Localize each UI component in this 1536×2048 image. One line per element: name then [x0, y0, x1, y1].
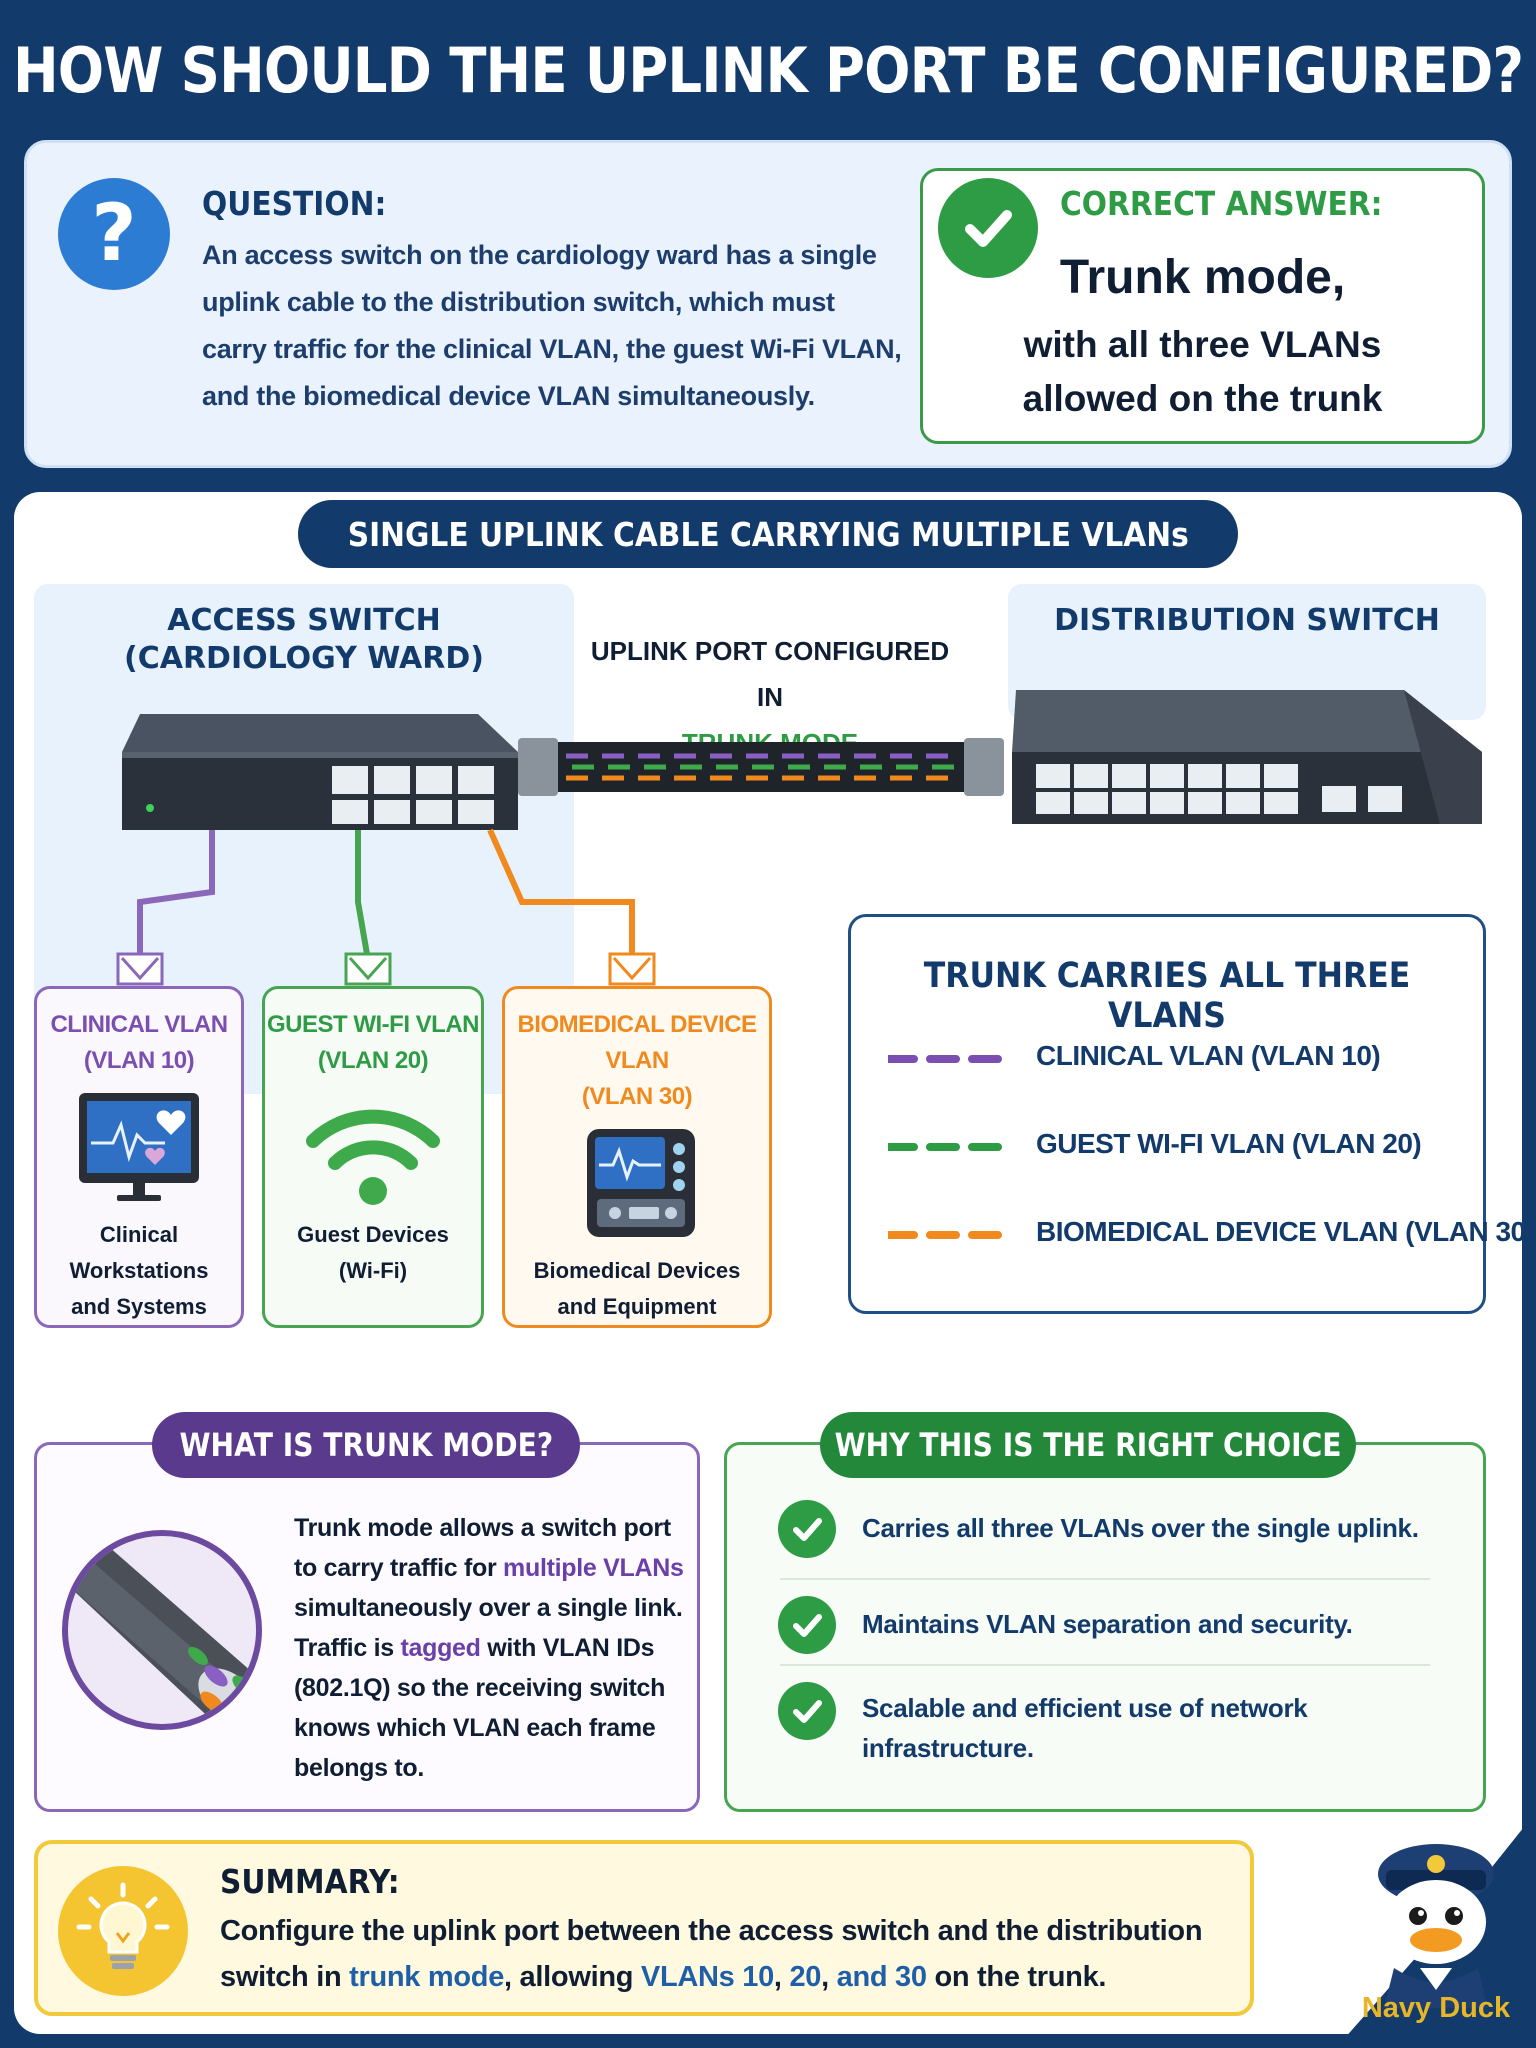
distribution-switch-icon — [1012, 690, 1482, 824]
lightbulb-icon — [58, 1866, 188, 1996]
legend-title: TRUNK CARRIES ALL THREE VLANS — [923, 956, 1411, 1036]
legend-item-guest: GUEST WI-FI VLAN (VLAN 20) — [1036, 1128, 1422, 1159]
trunk-mode-heading: WHAT IS TRUNK MODE? — [152, 1412, 580, 1478]
checkmark-icon — [938, 178, 1038, 278]
vlan-id: (VLAN 10) — [83, 1047, 195, 1074]
uplink-cable — [518, 738, 1004, 796]
monitor-heartbeat-icon — [79, 1093, 199, 1201]
wifi-icon — [306, 1109, 440, 1205]
summary-text: Configure the uplink port between the ac… — [220, 1915, 1203, 1993]
network-diagram — [116, 690, 1482, 986]
legend-dash-biomedical — [888, 1231, 1008, 1239]
vlan-name: GUEST WI-FI VLAN — [267, 1011, 479, 1038]
question-mark-icon: ? — [58, 178, 170, 290]
vlan-connectors — [116, 952, 656, 986]
access-switch-icon — [122, 714, 518, 830]
why-item: Maintains VLAN separation and security. — [862, 1609, 1353, 1639]
divider — [780, 1578, 1430, 1580]
vlan-id: (VLAN 20) — [317, 1047, 429, 1074]
navy-duck-mascot-icon — [1336, 1812, 1536, 2048]
divider — [780, 1664, 1430, 1666]
vlan-name: CLINICAL VLAN — [50, 1011, 228, 1038]
vlan-desc: Guest Devices (Wi-Fi) — [297, 1222, 449, 1283]
why-item: Scalable and efficient use of network in… — [862, 1693, 1308, 1763]
distribution-switch-title: DISTRIBUTION SWITCH — [1054, 603, 1440, 638]
vlan-id: (VLAN 30) — [581, 1083, 693, 1110]
legend-item-biomedical: BIOMEDICAL DEVICE VLAN (VLAN 30) — [1036, 1216, 1535, 1247]
summary-card — [34, 1840, 1254, 2016]
checkmark-icon — [778, 1682, 836, 1740]
highlight-vlan-20: 20 — [789, 1961, 822, 1993]
checkmark-icon — [778, 1596, 836, 1654]
why-item: Carries all three VLANs over the single … — [862, 1513, 1419, 1543]
cable-closeup-icon — [62, 1530, 262, 1730]
answer-sub-line2: allowed on the trunk — [1022, 378, 1383, 419]
legend-item-clinical: CLINICAL VLAN (VLAN 10) — [1036, 1040, 1381, 1071]
vlan-drop-cables — [137, 828, 635, 961]
question-label: QUESTION: — [202, 184, 387, 223]
highlight-trunk-mode: trunk mode — [349, 1961, 505, 1993]
legend-dash-guest — [888, 1143, 1008, 1151]
highlight-vlan-10: VLANs 10 — [640, 1961, 774, 1993]
highlight-multiple-vlans: multiple VLANs — [503, 1554, 684, 1582]
answer-label: CORRECT ANSWER: — [1060, 184, 1383, 223]
why-heading: WHY THIS IS THE RIGHT CHOICE — [820, 1412, 1356, 1478]
medical-monitor-icon — [587, 1129, 695, 1237]
vlan-clinical-box: CLINICAL VLAN (VLAN 10) Clinical Worksta… — [34, 986, 244, 1328]
vlan-desc: Clinical Workstations and Systems — [69, 1222, 209, 1319]
trunk-mode-text: Trunk mode allows a switch port to carry… — [294, 1514, 684, 1782]
vlan-desc: Biomedical Devices and Equipment — [533, 1258, 741, 1319]
access-switch-title: ACCESS SWITCH (CARDIOLOGY WARD) — [124, 603, 484, 676]
why-card — [724, 1442, 1486, 1812]
legend-dash-clinical — [888, 1055, 1008, 1063]
checkmark-icon — [778, 1500, 836, 1558]
highlight-tagged: tagged — [400, 1634, 481, 1662]
answer-sub: with all three VLANs allowed on the trun… — [920, 318, 1485, 426]
vlan-biomedical-box: BIOMEDICAL DEVICE VLAN (VLAN 30) Biomedi… — [502, 986, 772, 1328]
diagram-heading: SINGLE UPLINK CABLE CARRYING MULTIPLE VL… — [298, 500, 1238, 568]
highlight-vlan-30: and 30 — [836, 1961, 927, 1993]
question-text: An access switch on the cardiology ward … — [202, 240, 902, 411]
vlan-name: BIOMEDICAL DEVICE VLAN — [517, 1011, 757, 1074]
page-title: HOW SHOULD THE UPLINK PORT BE CONFIGURED… — [12, 33, 1524, 107]
title-bar: HOW SHOULD THE UPLINK PORT BE CONFIGURED… — [0, 0, 1536, 140]
answer-main: Trunk mode, — [1059, 251, 1346, 304]
legend-card — [848, 914, 1486, 1314]
brand-name: Navy Duck — [1361, 1992, 1511, 2024]
answer-sub-line1: with all three VLANs — [1023, 324, 1382, 365]
vlan-guest-box: GUEST WI-FI VLAN (VLAN 20) Guest Devices… — [262, 986, 484, 1328]
summary-label: SUMMARY: — [220, 1862, 400, 1901]
